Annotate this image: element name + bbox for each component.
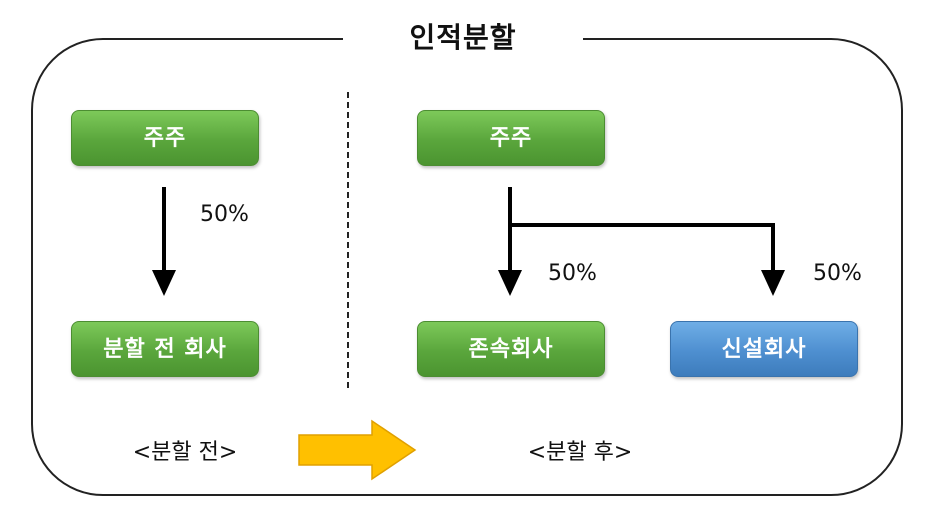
after-new-percent: 50% [813, 261, 862, 286]
before-company-label: 분할 전 회사 [103, 337, 227, 362]
existing-company-box: 존속회사 [417, 321, 605, 377]
new-company-box: 신설회사 [670, 321, 858, 377]
new-company-label: 신설회사 [721, 337, 807, 362]
diagram-title: 인적분할 [343, 12, 583, 64]
after-shareholder-box: 주주 [417, 110, 605, 166]
after-caption: <분할 후> [527, 440, 633, 465]
section-divider [347, 92, 349, 388]
before-down-arrow [152, 187, 176, 296]
after-shareholder-label: 주주 [489, 126, 533, 151]
before-company-box: 분할 전 회사 [71, 321, 259, 377]
existing-company-label: 존속회사 [468, 337, 554, 362]
before-percent: 50% [200, 202, 249, 227]
before-shareholder-box: 주주 [71, 110, 259, 166]
transition-arrow [298, 419, 417, 481]
before-caption: <분할 전> [132, 440, 238, 465]
after-branch-lines [498, 187, 785, 296]
after-existing-percent: 50% [548, 261, 597, 286]
before-shareholder-label: 주주 [143, 126, 187, 151]
